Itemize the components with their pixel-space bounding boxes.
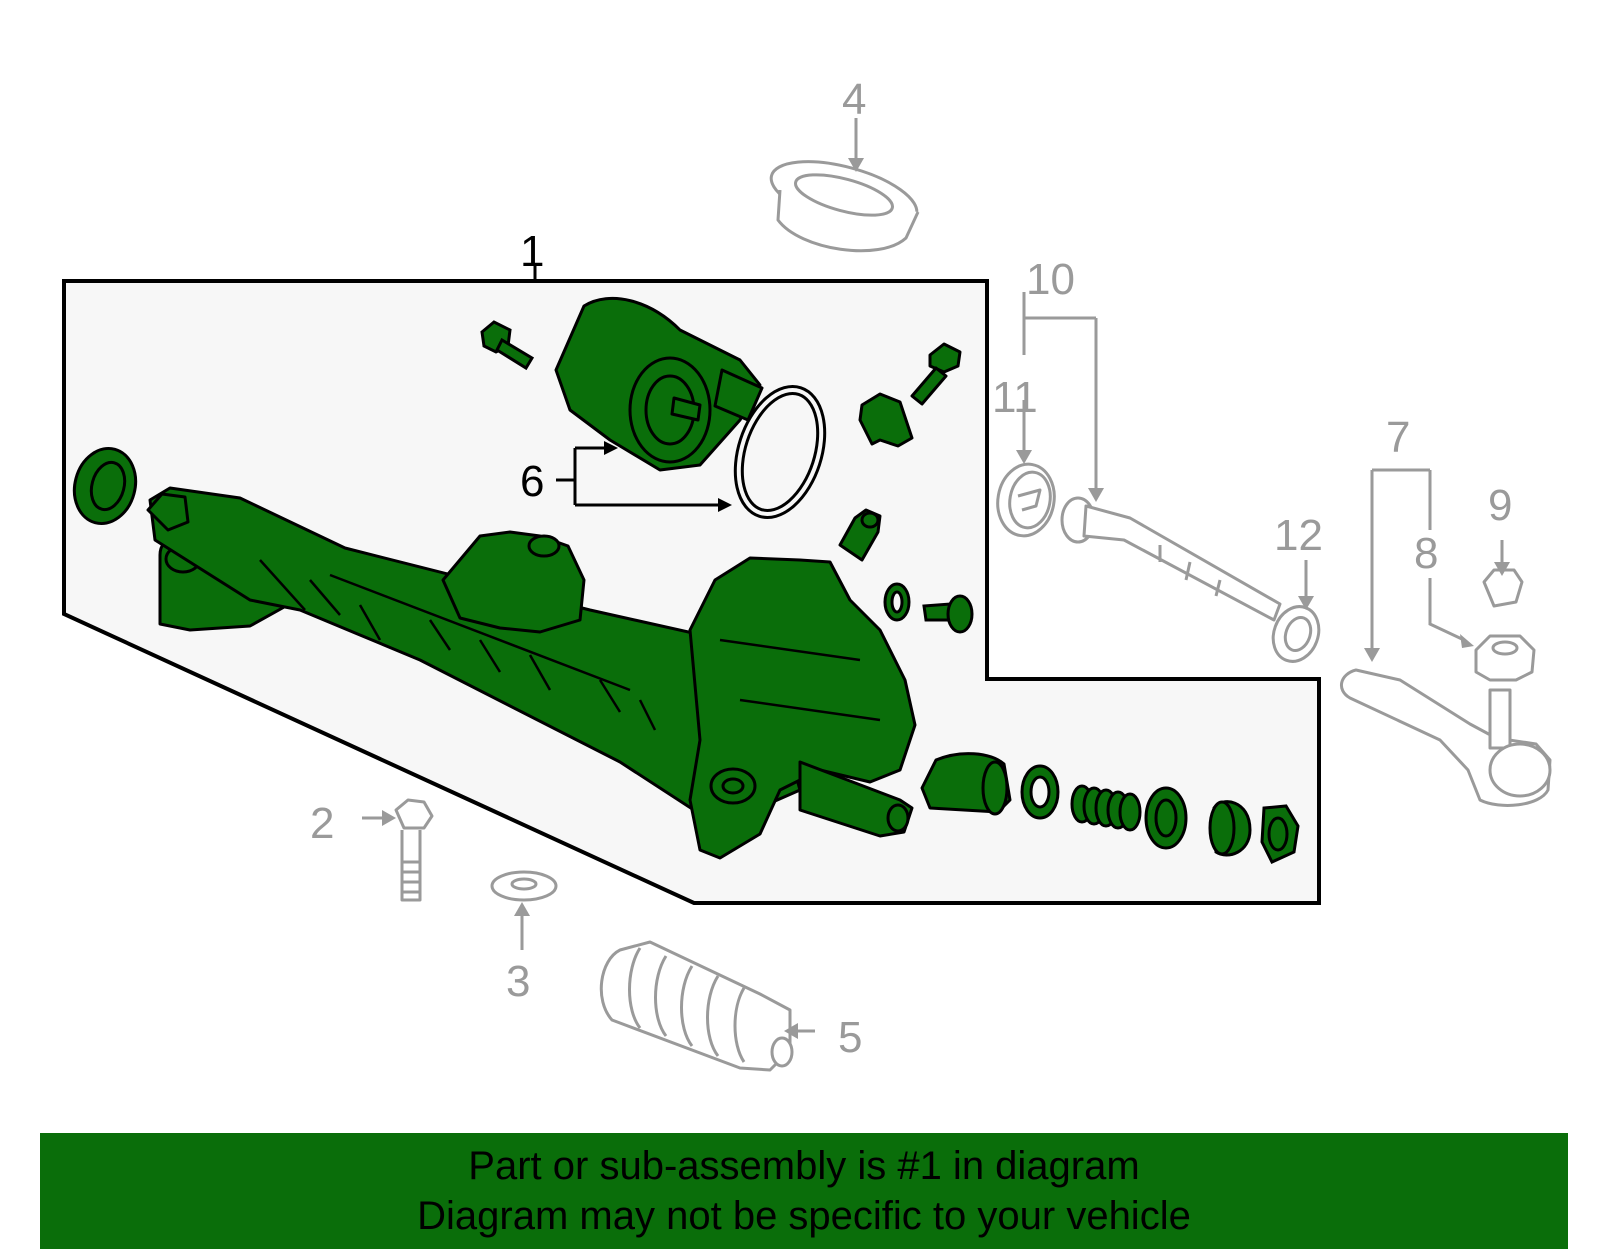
guide-spring[interactable] — [1070, 784, 1142, 832]
steering-rack-assembly[interactable] — [146, 486, 917, 860]
left-seal[interactable] — [66, 442, 144, 531]
callout-11: 11 — [992, 373, 1038, 422]
callout-10: 10 — [1026, 255, 1075, 304]
motor-bolt[interactable] — [480, 320, 535, 371]
washer-3[interactable] — [490, 870, 558, 902]
inner-tie-rod-10[interactable] — [1060, 496, 1282, 622]
rack-guide[interactable] — [920, 752, 1012, 816]
o-ring-6[interactable] — [724, 379, 836, 524]
bellows-boot-5[interactable] — [599, 940, 794, 1072]
torque-sensor[interactable] — [858, 392, 914, 448]
callout-5: 5 — [838, 1013, 862, 1062]
boot-cap-4[interactable] — [764, 149, 923, 253]
callout-2: 2 — [310, 799, 334, 848]
boot-clip-11[interactable] — [992, 460, 1060, 541]
housing-plug-bolt[interactable] — [922, 594, 974, 634]
info-banner: Part or sub-assembly is #1 in diagram Di… — [40, 1133, 1568, 1249]
callout-6: 6 — [520, 457, 544, 506]
callout-7: 7 — [1386, 413, 1410, 462]
grey-leaders — [362, 118, 1504, 1033]
grey-parts — [394, 149, 1552, 1072]
callout-1: 1 — [520, 227, 544, 276]
lock-nut[interactable] — [1260, 804, 1300, 864]
cotter-cap-9[interactable] — [1482, 568, 1524, 608]
callout-6-arrowhead-top — [604, 441, 618, 455]
callout-6-leader — [556, 446, 722, 507]
small-o-ring[interactable] — [883, 582, 911, 622]
assembly-panel — [62, 279, 1321, 905]
rack-rib-details — [259, 559, 881, 731]
grey-arrowheads — [382, 158, 1510, 1039]
mounting-bolt-2[interactable] — [394, 798, 434, 902]
sensor-bolt[interactable] — [910, 342, 962, 406]
adjuster-cap[interactable] — [1208, 800, 1252, 857]
tie-rod-end-7[interactable] — [1340, 668, 1552, 807]
banner-line-1: Part or sub-assembly is #1 in diagram — [468, 1144, 1140, 1188]
guide-washer[interactable] — [1020, 764, 1060, 820]
callout-12: 12 — [1274, 511, 1323, 560]
castle-nut-8[interactable] — [1474, 634, 1536, 682]
callout-8: 8 — [1414, 529, 1438, 578]
callout-3: 3 — [506, 957, 530, 1006]
callout-4: 4 — [842, 75, 866, 124]
guide-seal[interactable] — [1144, 786, 1188, 850]
callout-6-arrowhead-bottom — [718, 498, 732, 512]
callout-9: 9 — [1488, 481, 1512, 530]
banner-line-2: Diagram may not be specific to your vehi… — [417, 1194, 1191, 1238]
power-steering-motor[interactable] — [554, 297, 764, 472]
